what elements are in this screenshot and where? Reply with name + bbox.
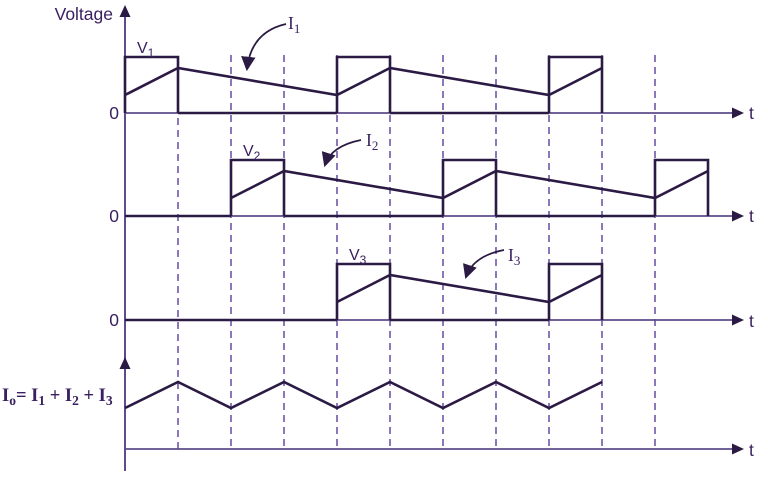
io-eq: = I: [16, 386, 38, 406]
i2-pointer-arrow: [321, 139, 362, 168]
phase-1-voltage-pulse: [547, 55, 604, 113]
time-axis-arrowhead: [732, 443, 744, 455]
zero-label-panel1: 0: [109, 103, 119, 123]
phase-2-voltage-pulse: [653, 158, 710, 216]
io-i: I: [2, 386, 9, 406]
i3-main: I: [508, 245, 514, 265]
phase-3-voltage-pulse: [547, 262, 604, 320]
v1-main: V: [137, 40, 148, 57]
v2-main: V: [243, 143, 254, 160]
time-axis-arrowhead: [732, 107, 744, 119]
time-axis-arrowhead: [732, 314, 744, 326]
io-plus2: + I: [79, 386, 106, 406]
i1-main: I: [288, 13, 294, 33]
phase-1-current-waveform: [124, 66, 603, 97]
v1-sub: 1: [148, 46, 155, 60]
zero-label-panel2: 0: [109, 206, 119, 226]
i2-label: I2: [366, 130, 378, 153]
i1-sub: 1: [294, 21, 301, 36]
t-label-panel3: t: [749, 311, 754, 331]
total-current-ripple-waveform: [124, 380, 603, 410]
t-label-panel2: t: [749, 206, 754, 226]
i1-pointer-arrow: [241, 23, 287, 72]
i2-main: I: [366, 130, 372, 150]
i3-pointer-arrow: [463, 249, 505, 280]
i1-label: I1: [288, 13, 300, 36]
io-sub3: 3: [106, 393, 113, 408]
vertical-axis-arrowhead: [119, 357, 131, 369]
v3-label: V3: [349, 247, 367, 267]
t-label-panel4: t: [749, 440, 754, 460]
phase-2-voltage-pulse: [441, 158, 498, 216]
voltage-axis-label: Voltage: [55, 4, 113, 24]
v1-label: V1: [137, 40, 155, 60]
v2-label: V2: [243, 143, 261, 163]
phase-2-current-waveform: [230, 169, 709, 200]
vertical-axis-arrowhead: [119, 5, 131, 17]
io-equation-label: Io= I1 + I2 + I3: [2, 386, 113, 408]
time-axis-arrowhead: [732, 210, 744, 222]
v3-sub: 3: [360, 253, 367, 267]
pointer-arrows: [241, 23, 505, 280]
io-sub1: 1: [38, 393, 45, 408]
io-sub2: 2: [72, 393, 79, 408]
labels: Voltage V1 V2 V3 I1 I2 I3 0 0 0 t t t t …: [2, 4, 754, 460]
waveforms: [123, 55, 710, 410]
phase-1-voltage-pulse: [123, 55, 180, 113]
io-plus1: + I: [45, 386, 72, 406]
phase-1-voltage-pulse: [335, 55, 392, 113]
v3-main: V: [349, 247, 360, 264]
i2-sub: 2: [372, 138, 379, 153]
phase-2-voltage-pulse: [229, 158, 286, 216]
v2-sub: 2: [254, 149, 261, 163]
io-o-sub: o: [9, 393, 16, 408]
phase-3-current-waveform: [336, 273, 603, 304]
i3-sub: 3: [514, 253, 521, 268]
i3-label: I3: [508, 245, 520, 268]
t-label-panel1: t: [749, 103, 754, 123]
zero-label-panel3: 0: [109, 310, 119, 330]
phase-3-voltage-pulse: [335, 262, 392, 320]
